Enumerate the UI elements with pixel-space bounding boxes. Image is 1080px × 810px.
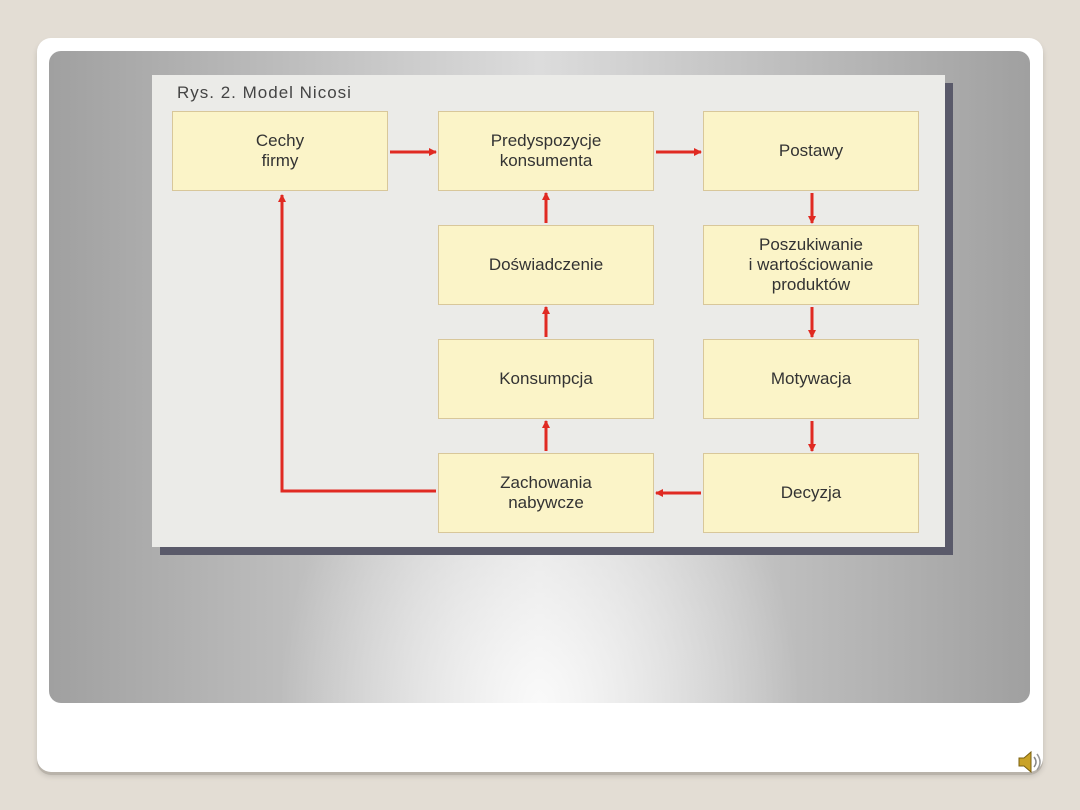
box-label: Motywacja: [770, 369, 852, 388]
box-zachowania-nabywcze: Zachowania nabywcze: [438, 453, 654, 533]
box-label: Decyzja: [780, 483, 842, 502]
box-label: Postawy: [778, 141, 844, 160]
box-postawy: Postawy: [703, 111, 919, 191]
flow-arrows: [278, 148, 816, 497]
box-label: Doświadczenie: [488, 255, 604, 274]
box-label: Poszukiwanie i wartościowanie produktów: [748, 235, 874, 294]
box-predyspozycje: Predyspozycje konsumenta: [438, 111, 654, 191]
box-motywacja: Motywacja: [703, 339, 919, 419]
box-label: Konsumpcja: [499, 369, 593, 388]
box-label: Cechy firmy: [255, 131, 305, 170]
nicosia-model-figure: Rys. 2. Model Nicosi Cechy firmy Predysp…: [152, 75, 945, 547]
arrow-zachowania-to-cechy: [278, 194, 436, 493]
box-label: Zachowania nabywcze: [500, 473, 592, 512]
box-label: Predyspozycje konsumenta: [490, 131, 602, 170]
speaker-icon[interactable]: [1016, 748, 1046, 776]
figure-caption: Rys. 2. Model Nicosi: [177, 83, 352, 102]
box-poszukiwanie: Poszukiwanie i wartościowanie produktów: [703, 225, 919, 305]
box-decyzja: Decyzja: [703, 453, 919, 533]
box-konsumpcja: Konsumpcja: [438, 339, 654, 419]
box-doswiadczenie: Doświadczenie: [438, 225, 654, 305]
box-cechy-firmy: Cechy firmy: [172, 111, 388, 191]
